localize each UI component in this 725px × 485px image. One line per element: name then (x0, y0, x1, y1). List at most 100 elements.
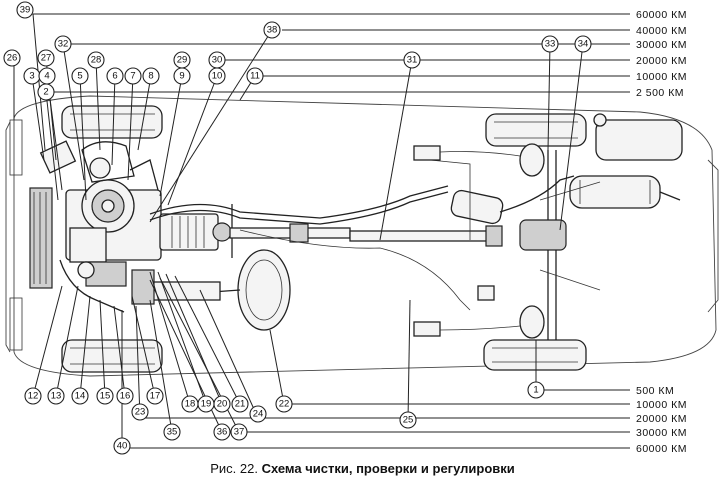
svg-text:10: 10 (212, 71, 223, 82)
callout: 7 (124, 67, 142, 85)
svg-text:4: 4 (44, 71, 49, 82)
callout: 12 (24, 387, 42, 405)
svg-text:20: 20 (217, 399, 228, 410)
callout: 28 (87, 51, 105, 69)
callout: 3 (23, 67, 41, 85)
callout: 10 (208, 67, 226, 85)
interval-label: 500 КМ (636, 385, 674, 397)
interval-label: 30000 КМ (636, 39, 687, 51)
callout: 38 (263, 21, 281, 39)
svg-text:38: 38 (267, 25, 278, 36)
callout: 29 (173, 51, 191, 69)
svg-text:25: 25 (403, 415, 414, 426)
callout: 39 (16, 1, 34, 19)
callout: 8 (142, 67, 160, 85)
callout: 16 (116, 387, 134, 405)
svg-text:27: 27 (41, 53, 52, 64)
callout: 11 (246, 67, 264, 85)
svg-text:15: 15 (100, 391, 111, 402)
callout: 1 (527, 381, 545, 399)
svg-text:31: 31 (407, 55, 418, 66)
svg-text:13: 13 (51, 391, 62, 402)
front-right-wheel (61, 339, 163, 373)
interval-label: 30000 КМ (636, 427, 687, 439)
leader-lines-bottom (32, 271, 630, 449)
svg-text:1: 1 (533, 385, 538, 396)
svg-text:2: 2 (43, 87, 48, 98)
svg-text:7: 7 (130, 71, 135, 82)
svg-text:17: 17 (150, 391, 161, 402)
svg-text:37: 37 (234, 427, 245, 438)
radiator (29, 140, 77, 289)
svg-text:3: 3 (29, 71, 34, 82)
callout: 5 (71, 67, 89, 85)
callout: 21 (231, 395, 249, 413)
svg-text:11: 11 (250, 71, 260, 82)
propeller-shaft (229, 223, 503, 247)
interval-label: 60000 КМ (636, 9, 687, 21)
svg-text:34: 34 (578, 39, 589, 50)
svg-text:33: 33 (545, 39, 556, 50)
callouts-top: 39 26 27 32 28 3 4 5 6 7 8 2 29 30 9 10 … (3, 1, 592, 101)
callout: 26 (3, 49, 21, 67)
rear-axle (519, 113, 683, 340)
interval-labels-top: 60000 КМ 40000 КМ 30000 КМ 20000 КМ 1000… (636, 9, 687, 99)
leader-lines-top (13, 13, 630, 241)
rear-right-wheel (483, 339, 587, 371)
callout: 31 (403, 51, 421, 69)
callout: 6 (106, 67, 124, 85)
svg-text:9: 9 (179, 71, 184, 82)
interval-label: 40000 КМ (636, 25, 687, 37)
svg-text:26: 26 (7, 53, 18, 64)
callout: 32 (54, 35, 72, 53)
callout: 25 (399, 411, 417, 429)
svg-text:18: 18 (185, 399, 196, 410)
callout: 15 (96, 387, 114, 405)
callout: 37 (230, 423, 248, 441)
svg-text:30: 30 (212, 55, 223, 66)
callout: 35 (163, 423, 181, 441)
callout: 33 (541, 35, 559, 53)
body-outline (5, 95, 719, 377)
svg-text:39: 39 (20, 5, 31, 16)
svg-text:21: 21 (235, 399, 246, 410)
svg-text:16: 16 (120, 391, 131, 402)
interval-label: 60000 КМ (636, 443, 687, 455)
callout: 2 (37, 83, 55, 101)
callout: 9 (173, 67, 191, 85)
figure-caption: Рис. 22. Схема чистки, проверки и регули… (0, 461, 725, 476)
caption-title: Схема чистки, проверки и регулировки (261, 461, 515, 476)
svg-text:14: 14 (75, 391, 86, 402)
svg-text:35: 35 (167, 427, 178, 438)
svg-text:24: 24 (253, 409, 264, 420)
svg-text:12: 12 (28, 391, 39, 402)
svg-text:36: 36 (217, 427, 228, 438)
interval-labels-bottom: 500 КМ 10000 КМ 20000 КМ 30000 КМ 60000 … (636, 385, 687, 455)
svg-text:23: 23 (135, 407, 146, 418)
caption-prefix: Рис. 22. (210, 461, 258, 476)
svg-text:5: 5 (77, 71, 82, 82)
callout: 40 (113, 437, 131, 455)
callout: 17 (146, 387, 164, 405)
callout: 14 (71, 387, 89, 405)
callout: 13 (47, 387, 65, 405)
svg-text:8: 8 (148, 71, 153, 82)
callout: 18 (181, 395, 199, 413)
callout: 20 (213, 395, 231, 413)
interval-label: 10000 КМ (636, 399, 687, 411)
callout: 23 (131, 403, 149, 421)
callout: 22 (275, 395, 293, 413)
interval-label: 20000 КМ (636, 55, 687, 67)
svg-text:29: 29 (177, 55, 188, 66)
svg-text:40: 40 (117, 441, 128, 452)
interval-label: 20000 КМ (636, 413, 687, 425)
callout: 34 (574, 35, 592, 53)
callout: 24 (249, 405, 267, 423)
callout: 19 (197, 395, 215, 413)
svg-text:32: 32 (58, 39, 69, 50)
svg-text:6: 6 (112, 71, 117, 82)
gearbox (159, 204, 233, 258)
interval-label: 2 500 КМ (636, 87, 684, 99)
